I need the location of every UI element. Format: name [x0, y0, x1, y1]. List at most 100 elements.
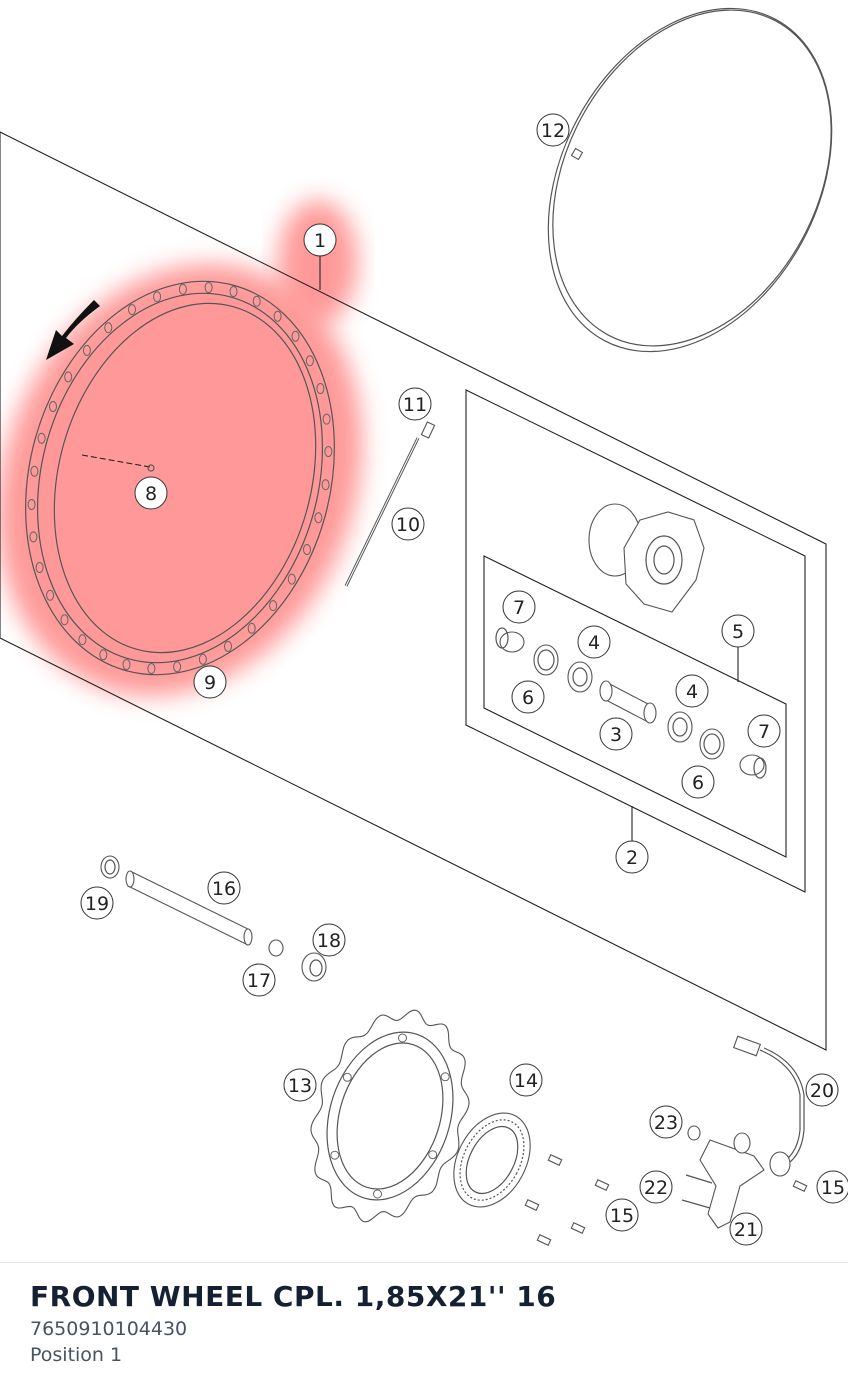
axle-parts: [100, 855, 327, 982]
callout-circle: [605, 1198, 639, 1232]
callout-c3[interactable]: 3: [599, 717, 633, 751]
callout-label: 17: [247, 970, 271, 992]
valve-nut: [147, 464, 155, 472]
rim-spoke-hole: [46, 589, 55, 601]
callout-circle: [577, 625, 611, 659]
callout-label: 15: [610, 1205, 634, 1227]
hub: [588, 503, 705, 613]
rim-spoke-hole: [229, 286, 238, 297]
callout-circle: [502, 590, 536, 624]
rim-spoke-hole: [37, 432, 46, 444]
callout-circle: [721, 614, 755, 648]
callout-circle: [681, 765, 715, 799]
rim-spoke-hole: [204, 282, 213, 293]
callout-c22[interactable]: 22: [639, 1170, 673, 1204]
callout-circle: [193, 665, 227, 699]
callout-label: 6: [692, 772, 704, 794]
callout-circle: [649, 1105, 683, 1139]
rim: [25, 280, 335, 676]
callout-label: 7: [758, 721, 770, 743]
abs-sensor-ring: [453, 1112, 531, 1208]
rim-spoke-hole: [153, 291, 162, 303]
callout-c10[interactable]: 10: [391, 507, 425, 541]
callout-label: 6: [522, 687, 534, 709]
rim-spoke-hole: [316, 383, 325, 394]
callout-c4a[interactable]: 4: [577, 625, 611, 659]
spoke: [344, 437, 420, 587]
screw: [547, 1154, 563, 1166]
callout-c17[interactable]: 17: [242, 963, 276, 997]
callout-label: 1: [314, 230, 326, 252]
callout-circle: [391, 507, 425, 541]
rotation-arrow-icon: [46, 300, 100, 360]
screw: [570, 1222, 586, 1234]
callout-c7b[interactable]: 7: [747, 714, 781, 748]
callout-circle: [816, 1170, 848, 1204]
callout-circle: [639, 1170, 673, 1204]
rim-spoke-hole: [27, 499, 36, 510]
callout-label: 15: [821, 1177, 845, 1199]
callout-circle: [312, 923, 346, 957]
callout-c5[interactable]: 5: [721, 614, 755, 648]
rim-spoke-hole: [173, 661, 182, 673]
part-position: Position 1: [30, 1344, 123, 1366]
callout-label: 19: [85, 893, 109, 915]
callout-c13[interactable]: 13: [283, 1068, 317, 1102]
callout-label: 14: [514, 1070, 538, 1092]
callout-c7a[interactable]: 7: [502, 590, 536, 624]
bearing-parts: [495, 627, 767, 779]
rim-spoke-hole: [178, 283, 187, 295]
rim-spoke-hole: [128, 304, 136, 316]
callout-c6a[interactable]: 6: [511, 680, 545, 714]
callout-c2[interactable]: 2: [615, 840, 649, 874]
part-title: FRONT WHEEL CPL. 1,85X21'' 16: [30, 1280, 557, 1313]
callout-label: 4: [686, 681, 698, 703]
callout-c12[interactable]: 12: [536, 113, 570, 147]
callout-c15a[interactable]: 15: [605, 1198, 639, 1232]
callout-label: 21: [734, 1219, 758, 1241]
callout-c4b[interactable]: 4: [675, 674, 709, 708]
callout-label: 23: [654, 1112, 678, 1134]
callout-c23[interactable]: 23: [649, 1105, 683, 1139]
disc-bolt-hole: [428, 1150, 438, 1160]
callout-c9[interactable]: 9: [193, 665, 227, 699]
rim-spoke-hole: [49, 401, 57, 412]
rim-spoke-hole: [198, 653, 207, 665]
assembly-plane-outline: [0, 131, 827, 1051]
screw: [792, 1180, 808, 1192]
rim-spoke-hole: [252, 295, 261, 307]
callout-label: 13: [288, 1075, 312, 1097]
callout-c21[interactable]: 21: [729, 1212, 763, 1246]
callout-label: 18: [317, 930, 341, 952]
disc-bolt-hole: [342, 1072, 352, 1082]
callout-circle: [242, 963, 276, 997]
callout-label: 5: [732, 621, 744, 643]
rim-spoke-hole: [303, 544, 311, 555]
callout-c15b[interactable]: 15: [816, 1170, 848, 1204]
callout-c18[interactable]: 18: [312, 923, 346, 957]
callout-circle: [509, 1063, 543, 1097]
callout-label: 22: [644, 1177, 668, 1199]
divider: [0, 1262, 848, 1263]
part-number: 7650910104430: [30, 1318, 188, 1340]
part-info: FRONT WHEEL CPL. 1,85X21'' 16 7650910104…: [30, 1278, 830, 1368]
callout-circle: [303, 223, 337, 257]
callout-circle: [805, 1073, 839, 1107]
callout-circle: [398, 387, 432, 421]
rim-spoke-hole: [324, 446, 333, 457]
callout-c16[interactable]: 16: [207, 871, 241, 905]
callout-c8[interactable]: 8: [134, 476, 168, 510]
callout-label: 12: [541, 120, 565, 142]
callout-c19[interactable]: 19: [80, 886, 114, 920]
callout-c11[interactable]: 11: [398, 387, 432, 421]
callout-c20[interactable]: 20: [805, 1073, 839, 1107]
callout-c14[interactable]: 14: [509, 1063, 543, 1097]
bearing-set-frame: [483, 555, 787, 858]
rim-spoke-hole: [29, 531, 38, 543]
rim-spoke-hole: [122, 659, 131, 670]
callout-c6b[interactable]: 6: [681, 765, 715, 799]
disc-bolt-hole: [440, 1072, 450, 1082]
rim-spoke-hole: [82, 344, 91, 356]
callout-c1[interactable]: 1: [303, 223, 337, 257]
